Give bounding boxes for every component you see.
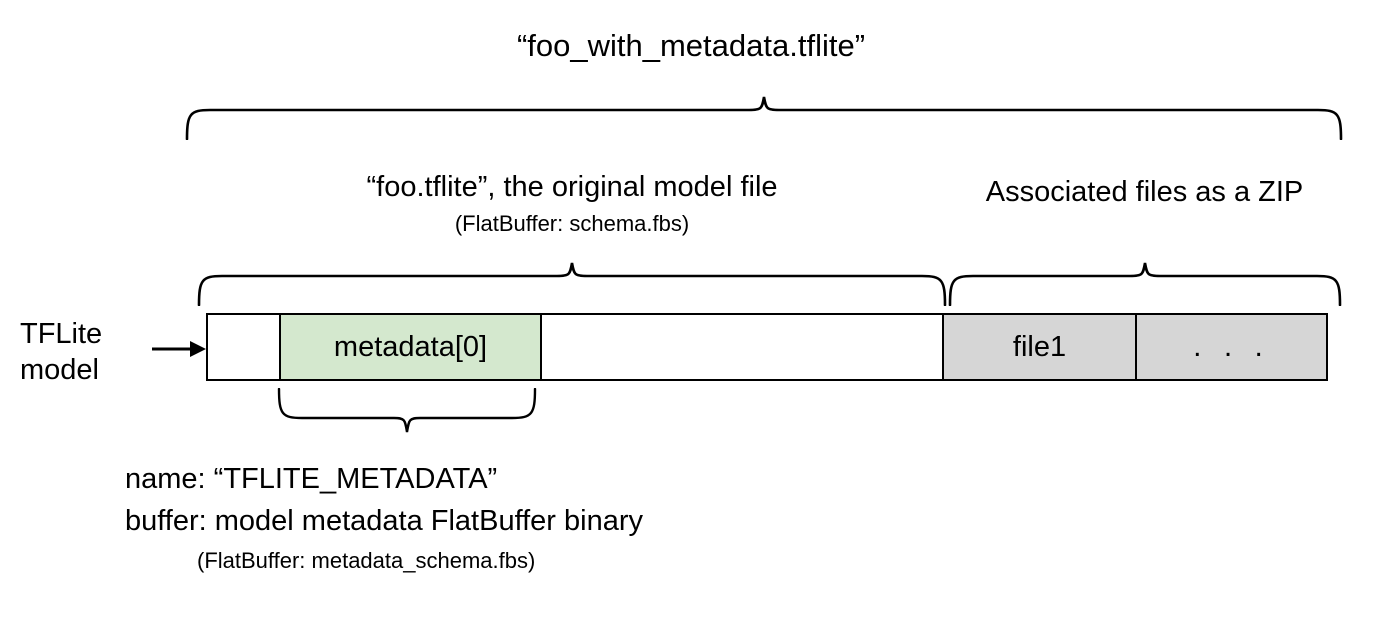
label-associated-files: Associated files as a ZIP <box>985 176 1304 208</box>
brace-whole-file <box>185 96 1343 140</box>
label-original-model-schema: (FlatBuffer: schema.fbs) <box>454 211 690 236</box>
metadata-note-name: name: “TFLITE_METADATA” <box>125 463 498 495</box>
label-tflite-model: TFLite model <box>20 318 103 386</box>
bar-cell-more-files: . . . <box>1135 315 1326 379</box>
brace-original-model <box>197 262 947 306</box>
bar-cell-metadata: metadata[0] <box>279 315 540 379</box>
diagram-title: “foo_with_metadata.tflite” <box>516 28 866 63</box>
metadata-note-buffer: buffer: model metadata FlatBuffer binary <box>125 505 643 537</box>
bar-cell-file1: file1 <box>942 315 1135 379</box>
arrow-icon <box>152 338 208 360</box>
brace-metadata-detail <box>277 388 537 433</box>
label-original-model: “foo.tflite”, the original model file <box>366 171 778 203</box>
brace-associated-files <box>948 262 1342 306</box>
bar-cell-blank-right <box>540 315 942 379</box>
metadata-note-schema: (FlatBuffer: metadata_schema.fbs) <box>197 548 536 573</box>
bar-cell-blank-left <box>208 315 279 379</box>
tflite-model-bar: metadata[0] file1 . . . <box>206 313 1328 381</box>
